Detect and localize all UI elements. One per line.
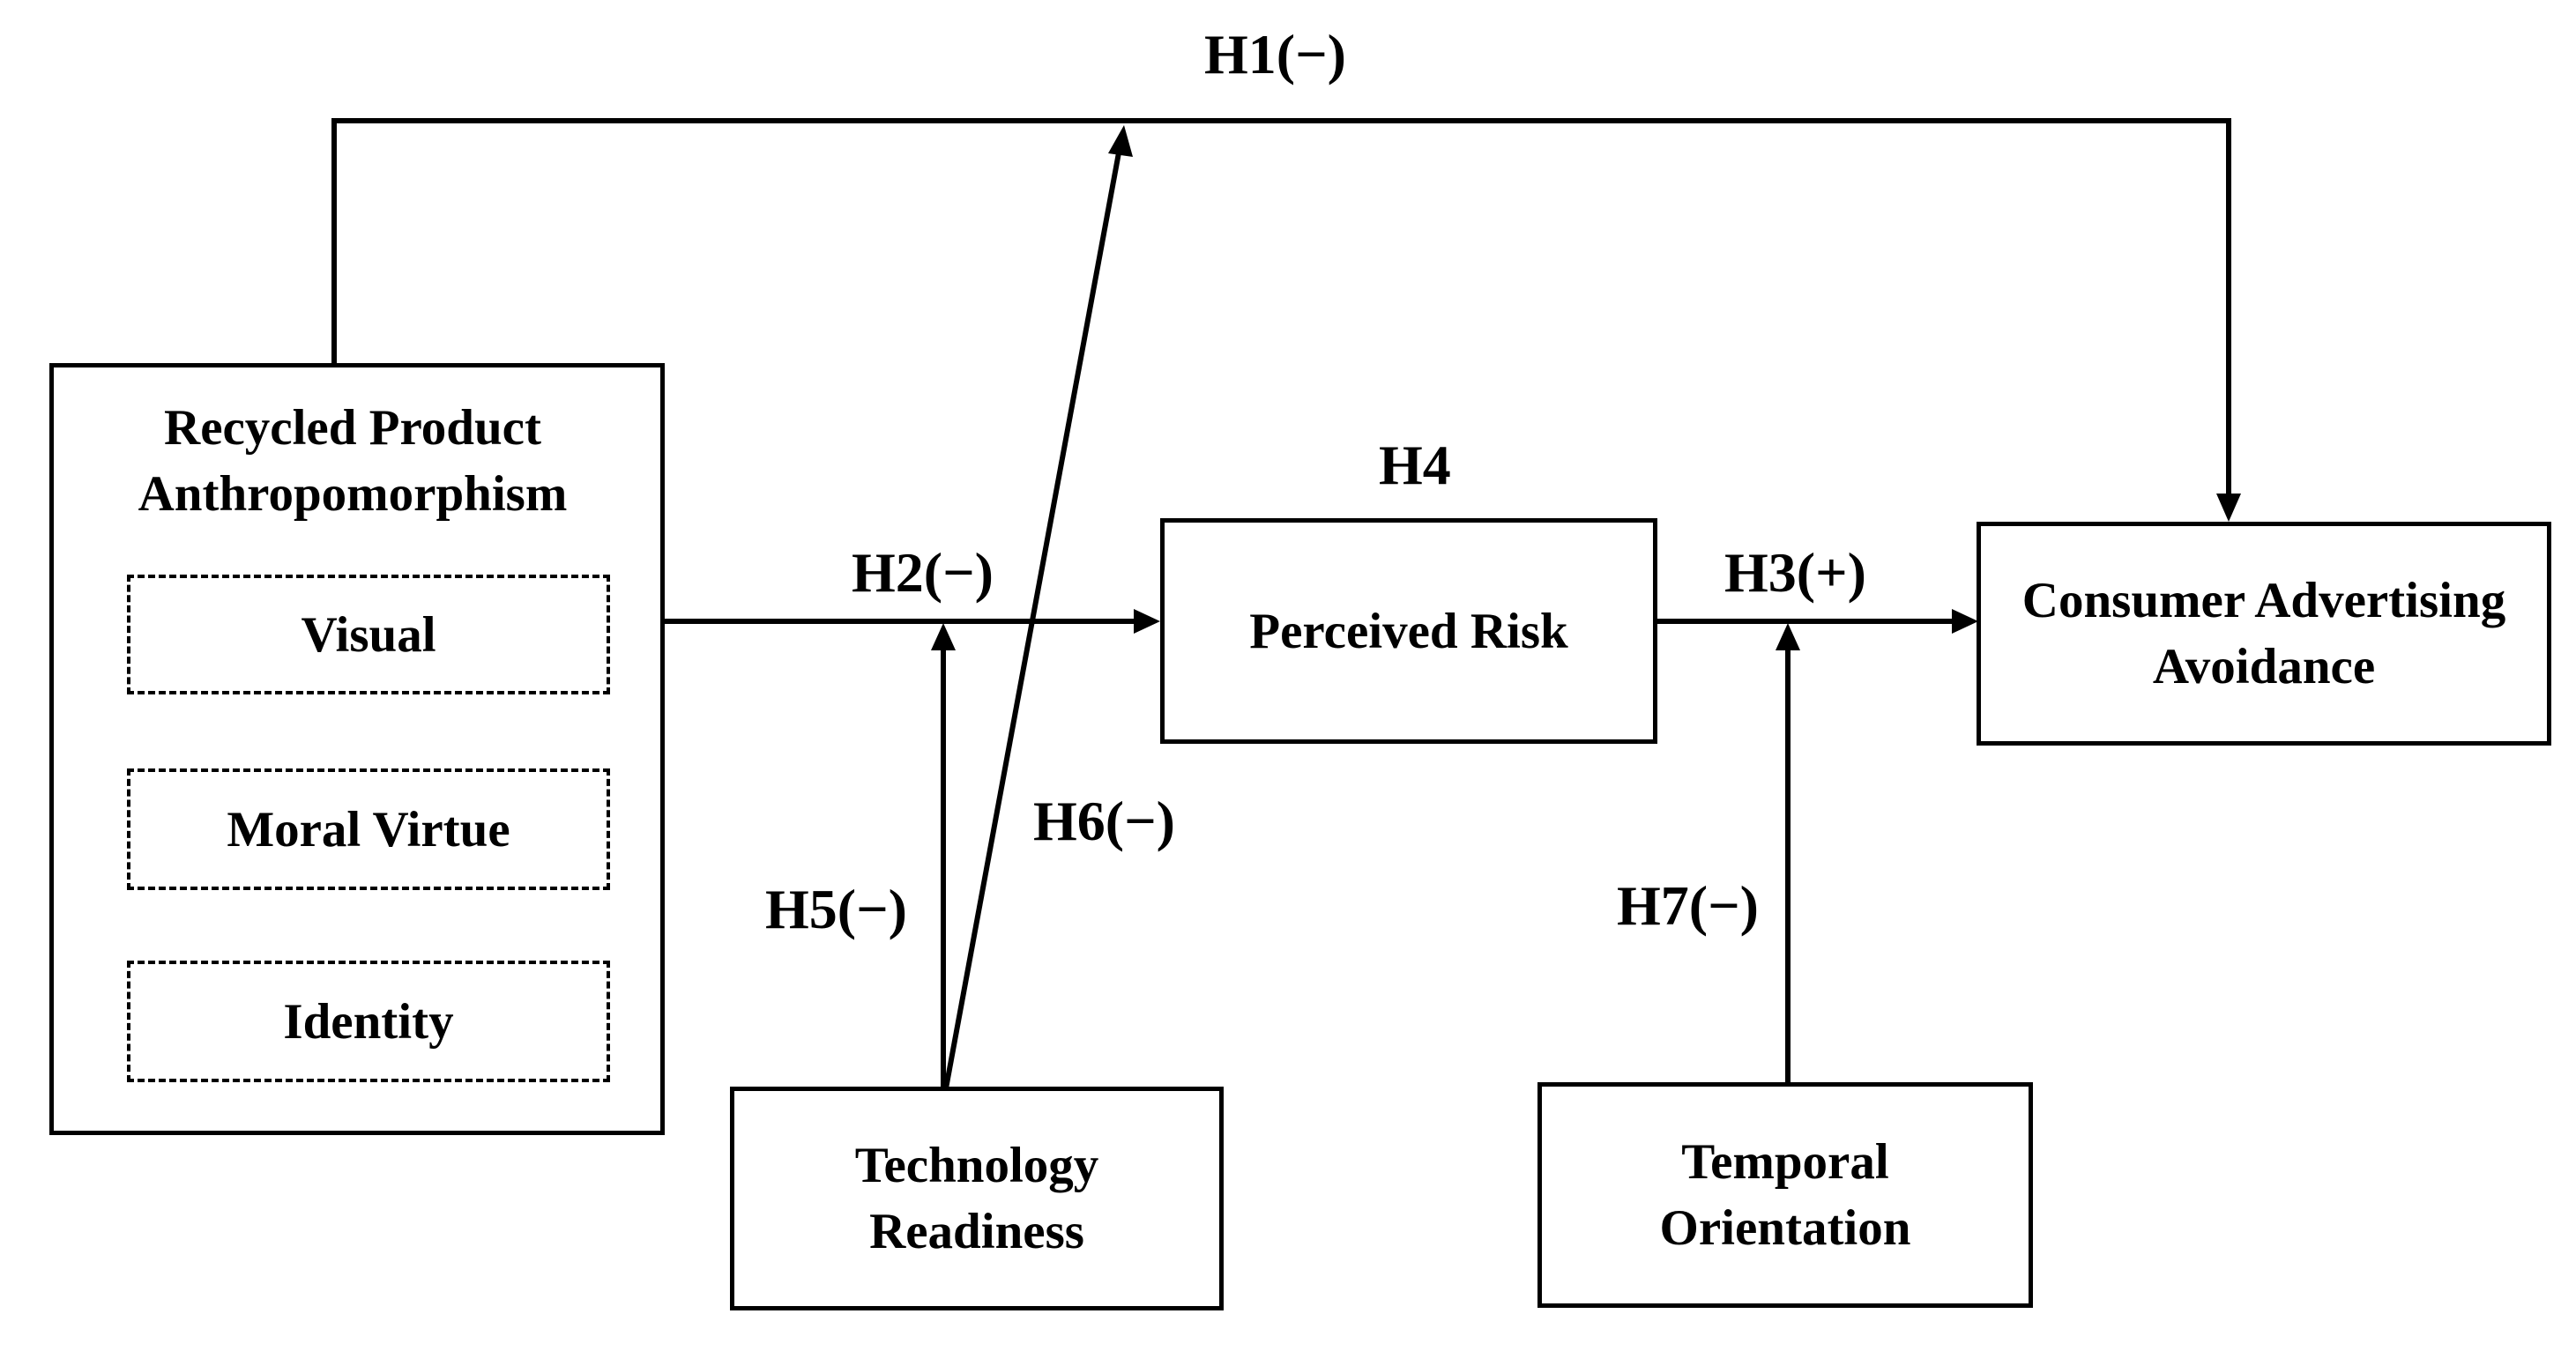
h5-arrowhead (931, 623, 956, 650)
h6-arrowhead (1108, 125, 1133, 157)
h4-label: H4 (1379, 434, 1451, 496)
h7-label: H7(−) (1617, 874, 1759, 937)
moderator-tech-label: Technology Readiness (854, 1138, 1099, 1259)
h1-path (331, 118, 2231, 501)
dimension-moral-virtue: Moral Virtue (127, 768, 610, 890)
dv-box: Consumer Advertising Avoidance (1977, 522, 2551, 746)
h1-label: H1(−) (1204, 23, 1346, 85)
h5-label: H5(−) (765, 878, 907, 940)
mediator-label: Perceived Risk (1249, 603, 1568, 659)
dimension-identity: Identity (127, 961, 610, 1082)
h2-arrowhead (1134, 609, 1160, 634)
iv-title: Recycled Product Anthropomorphism (138, 400, 568, 522)
h1-arrowhead (2216, 494, 2241, 522)
h6-path (943, 147, 1122, 1089)
moderator-temporal-box: Temporal Orientation (1537, 1082, 2033, 1308)
h3-arrowhead (1952, 609, 1978, 634)
h6-label: H6(−) (1033, 790, 1175, 852)
mediator-box: Perceived Risk (1160, 518, 1657, 744)
h7-arrowhead (1776, 623, 1800, 650)
moderator-tech-box: Technology Readiness (730, 1087, 1224, 1310)
h2-label: H2(−) (852, 541, 994, 604)
h3-label: H3(+) (1724, 541, 1866, 604)
dv-label: Consumer Advertising Avoidance (2021, 573, 2506, 694)
dimension-visual: Visual (127, 575, 610, 694)
moderator-temporal-label: Temporal Orientation (1659, 1134, 1911, 1256)
